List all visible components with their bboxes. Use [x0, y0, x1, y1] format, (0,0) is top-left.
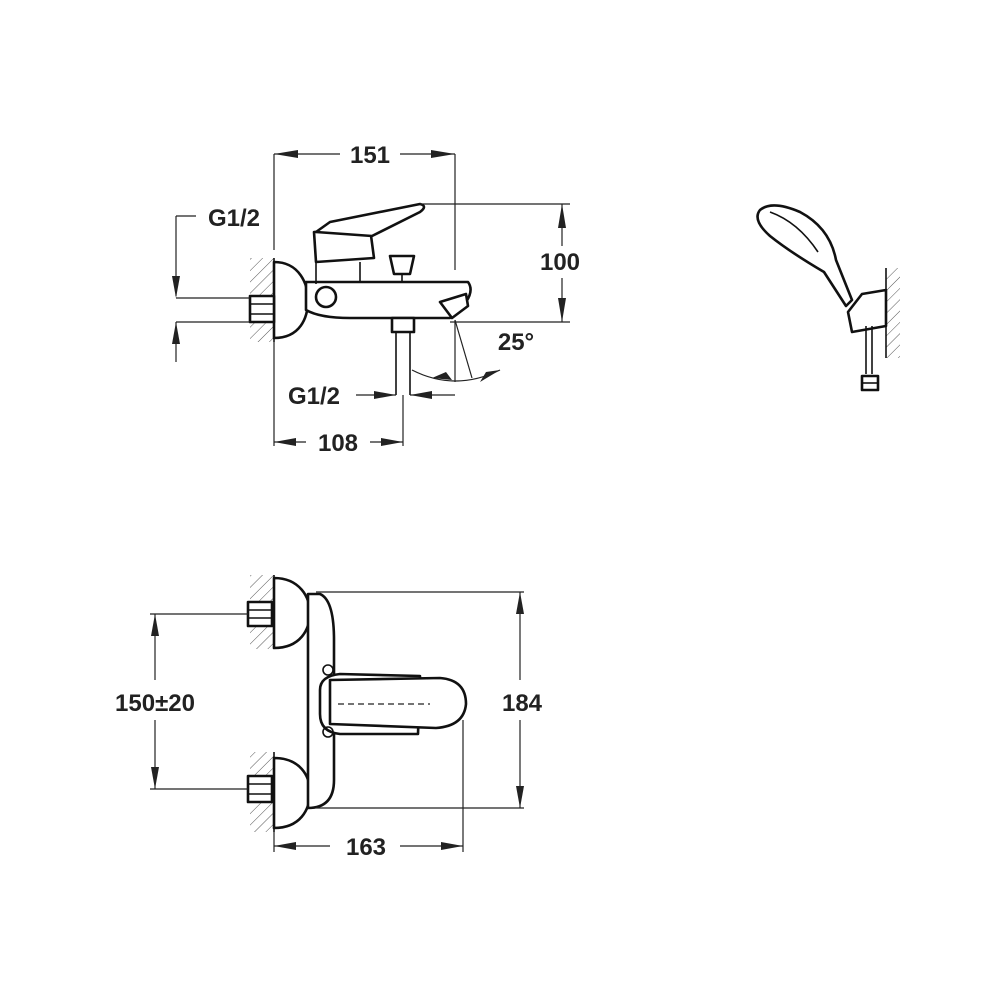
lower-inlet-nut [246, 774, 274, 804]
dim-inlet-spacing: 150±20 [115, 690, 195, 717]
lower-escutcheon [272, 756, 312, 830]
hand-shower-view [756, 204, 900, 392]
dim-inlet-thread: G1/2 [208, 205, 260, 232]
mixer-body [304, 280, 472, 320]
dim-depth-163: 163 [346, 834, 386, 861]
body-knob [314, 285, 338, 309]
upper-inlet-nut [246, 600, 274, 628]
shower-handset [756, 204, 854, 308]
front-view: 150±20 184 163 [115, 575, 543, 861]
side-view: 151 100 G1/2 25° G1/2 [172, 142, 580, 457]
dim-height-100: 100 [540, 249, 580, 276]
dim-outlet-offset-108: 108 [318, 430, 358, 457]
outlet-nut [390, 316, 416, 334]
shower-holder [846, 288, 888, 334]
dim-width-151: 151 [350, 142, 390, 169]
shower-wall-hatch [886, 268, 900, 358]
dim-outlet-thread: G1/2 [288, 383, 340, 410]
escutcheon [272, 260, 310, 340]
dim-height-184: 184 [502, 690, 543, 717]
lever-handle [314, 202, 426, 238]
spout [438, 292, 470, 320]
upper-escutcheon [272, 576, 312, 650]
front-lever-handle [328, 676, 468, 730]
inlet-nut [248, 294, 276, 324]
dim-spout-angle: 25° [498, 329, 534, 356]
diverter-knob [388, 254, 416, 276]
